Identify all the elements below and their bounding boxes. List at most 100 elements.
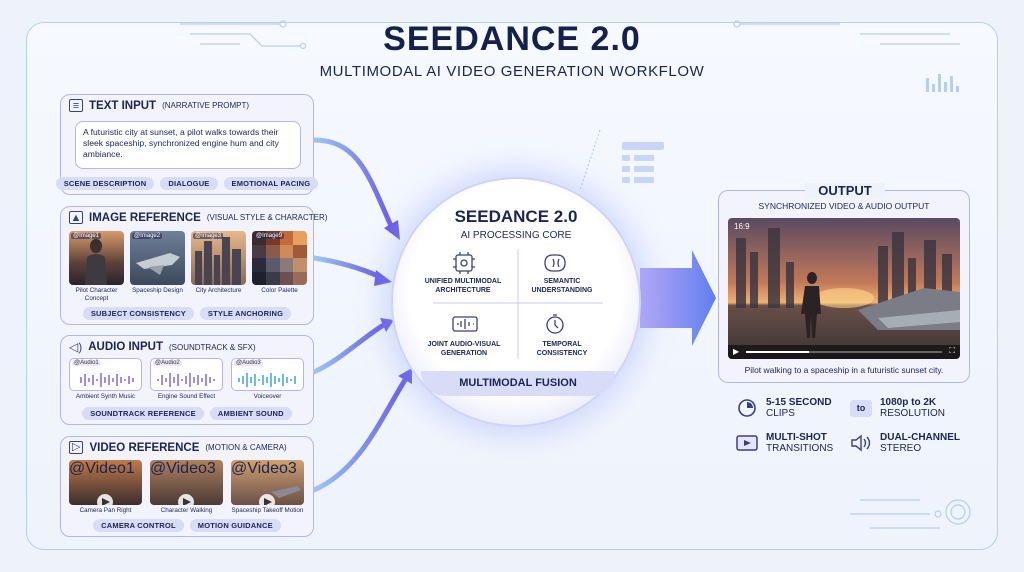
audio-tag: @Audio1 (72, 360, 101, 366)
feature-unified-architecture: UNIFIED MULTIMODAL ARCHITECTURE (424, 278, 502, 294)
document-icon: ≡ (69, 99, 83, 112)
aspect-ratio: 16:9 (734, 222, 750, 231)
output-arrow (640, 250, 716, 346)
image-thumb[interactable]: @Image9 Color Palette (252, 231, 307, 303)
video-caption: Camera Pan Right (79, 507, 132, 514)
play-icon (259, 486, 301, 505)
spec-duration-value: 5-15 SECOND (766, 397, 832, 408)
spec-multishot-value: MULTI-SHOT (766, 432, 827, 443)
audio-icon: ◁) (69, 340, 83, 354)
city-skyline (195, 237, 241, 285)
tag-emotional-pacing: EMOTIONAL PACING (223, 177, 319, 190)
image-thumb[interactable]: @Image1 Pilot Character Concept (69, 231, 124, 303)
audio-input-subtitle: (SOUNDTRACK & SFX) (168, 342, 256, 352)
spec-audio-value: DUAL-CHANNEL (880, 432, 960, 443)
image-ref-title: IMAGE REFERENCE (89, 211, 201, 224)
video-tag: @Video3 (231, 460, 297, 477)
multimodal-fusion-bar: MULTIMODAL FUSION (421, 371, 615, 396)
image-thumb[interactable]: @Image2 Spaceship Design (130, 231, 185, 303)
video-clip[interactable]: @Video1 (69, 460, 142, 505)
player-controls: ▶ ⛶ (728, 345, 960, 359)
video-clip[interactable]: @Video3 (231, 460, 304, 505)
tag-motion-guidance: MOTION GUIDANCE (189, 519, 281, 532)
audio-caption: Ambient Synth Music (75, 393, 136, 400)
spec-resolution-label: RESOLUTION (880, 408, 946, 419)
output-panel: OUTPUT SYNCHRONIZED VIDEO & AUDIO OUTPUT… (718, 183, 970, 383)
multishot-icon (736, 433, 758, 453)
tag-scene-description: SCENE DESCRIPTION (55, 177, 155, 190)
image-reference-panel: ▲ IMAGE REFERENCE (VISUAL STYLE & CHARACTE… (60, 206, 327, 325)
core-icons (433, 249, 603, 359)
video-ref-title: VIDEO REFERENCE (89, 441, 200, 454)
audio-tag: @Audio2 (153, 360, 182, 366)
video-reference-panel: ▷ VIDEO REFERENCE (MOTION & CAMERA) @Video… (60, 436, 314, 537)
feature-temporal-consistency: TEMPORAL CONSISTENCY (536, 341, 588, 357)
image-ref-subtitle: (VISUAL STYLE & CHARACTER) (206, 213, 328, 222)
spec-resolution-value: 1080p to 2K (880, 397, 937, 408)
image-caption: Pilot Character Concept (75, 287, 118, 302)
text-input-title: TEXT INPUT (89, 99, 157, 112)
video-caption: Character Walking (160, 507, 213, 514)
image-tag: @Image9 (254, 233, 285, 239)
processing-core: SEEDANCE 2.0 AI PROCESSING CORE UNIFIED … (391, 177, 641, 427)
image-tag: @Image1 (71, 233, 102, 239)
tag-soundtrack-reference: SOUNDTRACK REFERENCE (82, 407, 204, 420)
tag-dialogue: DIALOGUE (160, 177, 218, 190)
page-title: SEEDANCE 2.0 (383, 20, 641, 58)
output-title: OUTPUT (805, 183, 885, 198)
tag-subject-consistency: SUBJECT CONSISTENCY (82, 307, 194, 320)
narrative-prompt: A futuristic city at sunset, a pilot wal… (75, 121, 301, 169)
image-tag: @Image3 (193, 233, 224, 239)
core-title: SEEDANCE 2.0 (454, 207, 578, 226)
video-tag: @Video1 (69, 460, 135, 477)
image-caption: Color Palette (261, 287, 298, 294)
tag-camera-control: CAMERA CONTROL (93, 519, 184, 532)
clock-icon (736, 398, 758, 418)
pilot-figure (85, 239, 107, 285)
image-tag: @Image2 (132, 233, 163, 239)
city-scene (736, 228, 960, 338)
core-subtitle: AI PROCESSING CORE (460, 230, 572, 241)
audio-input-title: AUDIO INPUT (88, 341, 163, 353)
play-button-icon[interactable]: ▶ (733, 347, 740, 356)
fullscreen-icon[interactable]: ⛶ (949, 346, 955, 355)
audio-clip[interactable]: @Audio1 (69, 358, 142, 391)
audio-caption: Engine Sound Effect (157, 393, 216, 400)
text-input-subtitle: (NARRATIVE PROMPT) (162, 101, 250, 110)
audio-clip[interactable]: @Audio3 (231, 358, 304, 391)
video-caption: Spaceship Takeoff Motion (231, 507, 304, 514)
spec-audio-label: STEREO (880, 443, 922, 454)
feature-semantic-understanding: SEMANTIC UNDERSTANDING (531, 278, 593, 294)
output-caption: Pilot walking to a spaceship in a futuri… (744, 365, 944, 375)
play-icon (178, 494, 194, 505)
progress-track[interactable] (746, 351, 942, 353)
audio-tag: @Audio3 (234, 360, 263, 366)
video-clip[interactable]: @Video3 (150, 460, 223, 505)
audio-caption: Voiceover (253, 393, 282, 400)
text-input-panel: ≡ TEXT INPUT (NARRATIVE PROMPT) A futurist… (55, 94, 319, 195)
video-ref-subtitle: (MOTION & CAMERA) (205, 443, 287, 452)
speaker-icon (850, 433, 872, 453)
image-caption: Spaceship Design (132, 287, 183, 294)
tag-ambient-sound: AMBIENT SOUND (209, 407, 292, 420)
image-icon: ▲ (69, 211, 83, 224)
output-subtitle: SYNCHRONIZED VIDEO & AUDIO OUTPUT (758, 201, 930, 211)
video-player[interactable]: 16:9 ▶ ⛶ (728, 218, 960, 359)
spaceship-figure (136, 253, 180, 275)
waveform-icon (157, 373, 215, 387)
image-caption: City Architecture (195, 287, 242, 294)
image-thumb[interactable]: @Image3 City Architecture (191, 231, 246, 303)
video-tag: @Video3 (150, 460, 216, 477)
audio-clip[interactable]: @Audio2 (150, 358, 223, 391)
video-camera-icon: ▷ (69, 441, 84, 454)
waveform-icon (80, 373, 134, 387)
upscale-icon: to (850, 399, 872, 417)
spec-duration-label: CLIPS (766, 408, 795, 419)
spec-multishot-label: TRANSITIONS (766, 443, 834, 454)
